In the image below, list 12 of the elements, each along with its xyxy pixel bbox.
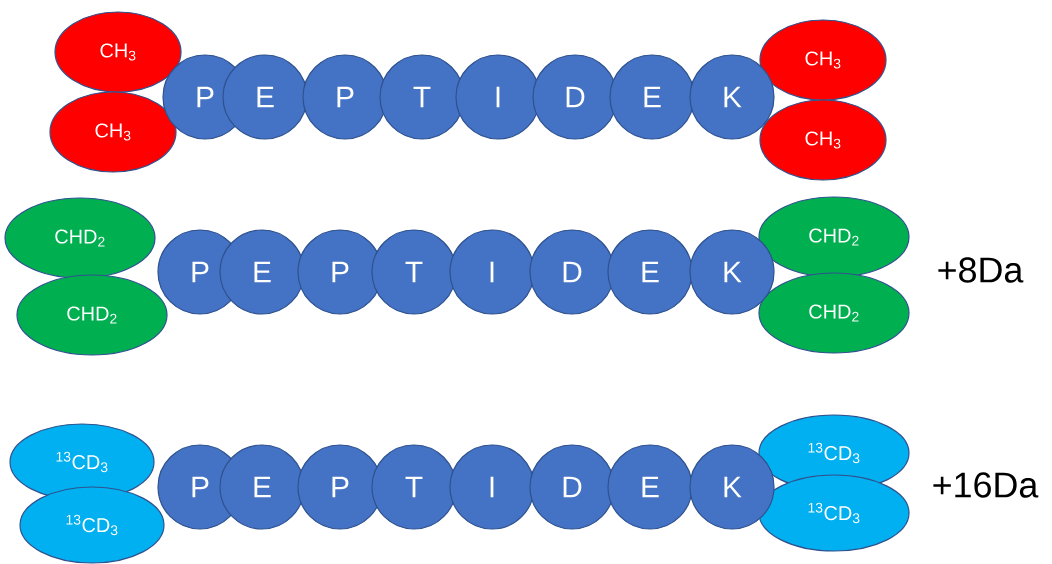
mass-shift-label: +8Da (938, 257, 1024, 283)
group-oval: CH$_{3}$ (759, 19, 887, 101)
group-oval: $^{13}$CD$_{3}$ (19, 486, 165, 564)
group-oval: CHD$_{2}$ (758, 272, 910, 354)
mass-shift-label: +16Da (933, 472, 1039, 498)
group-oval: CH$_{3}$ (54, 11, 182, 93)
group-oval: CHD$_{2}$ (16, 274, 168, 356)
group-oval: CHD$_{2}$ (758, 196, 910, 278)
group-oval: CH$_{3}$ (49, 91, 177, 173)
group-oval: $^{13}$CD$_{3}$ (758, 474, 910, 552)
group-oval: CHD$_{2}$ (4, 197, 156, 279)
group-oval: CH$_{3}$ (759, 99, 887, 181)
